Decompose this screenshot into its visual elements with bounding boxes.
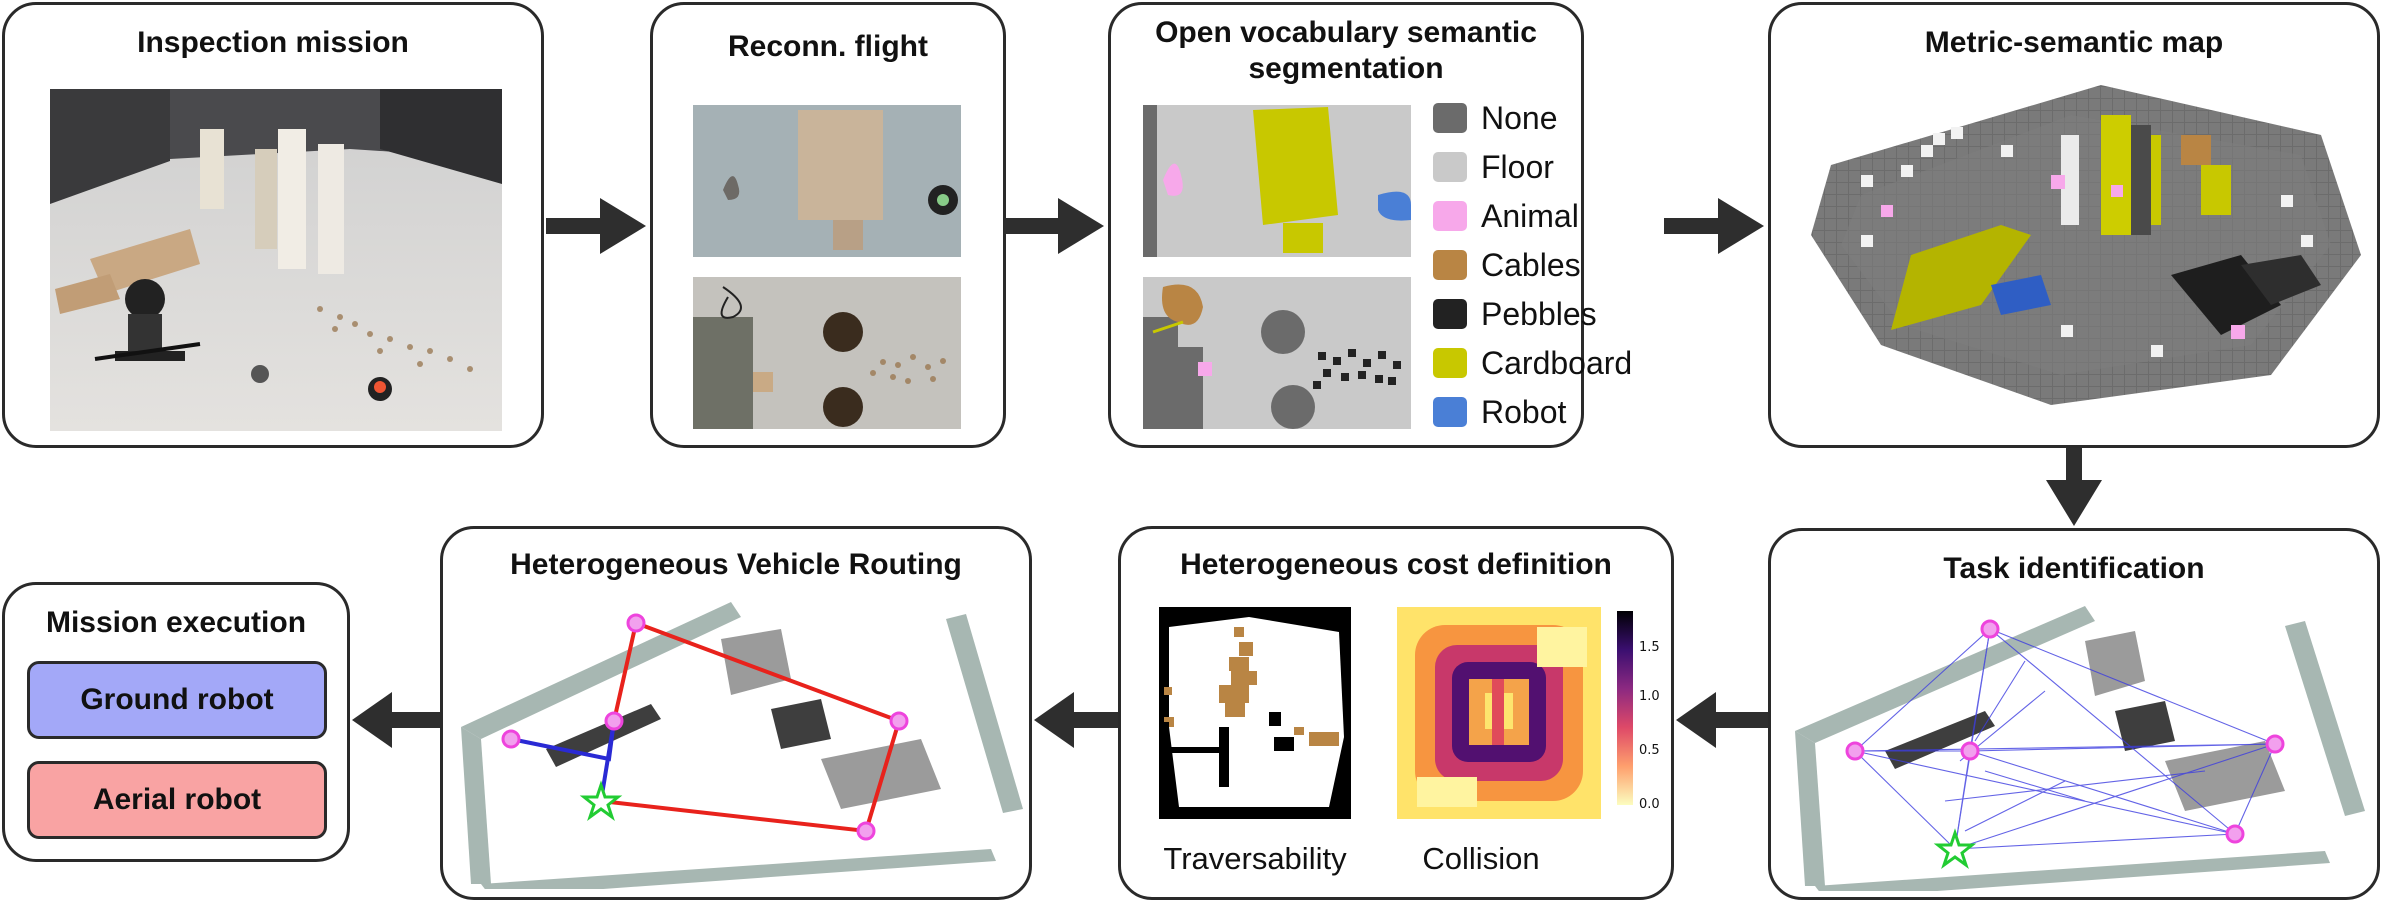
arrow-down-icon <box>2046 448 2102 526</box>
panel-metric-semantic-map: Metric-semantic map <box>1768 2 2380 448</box>
segmentation-legend: None Floor Animal Cables Pebbles Cardboa… <box>1433 99 1632 439</box>
legend-label: Robot <box>1481 394 1567 430</box>
recon-photo-top <box>693 105 961 257</box>
panel-heterogeneous-cost-definition: Heterogeneous cost definition <box>1118 526 1674 900</box>
legend-label: Floor <box>1481 149 1554 185</box>
task-nodes <box>1845 619 2285 844</box>
route-nodes <box>501 613 909 841</box>
panel-reconnaissance-flight: Reconn. flight <box>650 2 1006 448</box>
segmentation-mask-top <box>1143 105 1411 257</box>
legend-label: Animal <box>1481 198 1579 234</box>
recon-photo-bottom <box>693 277 961 429</box>
panel-task-identification: Task identification <box>1768 528 2380 900</box>
inspection-photo <box>50 89 502 431</box>
legend-swatch <box>1433 348 1467 378</box>
legend-label: Cables <box>1481 247 1581 283</box>
panel-title: Heterogeneous cost definition <box>1180 548 1612 581</box>
ground-robot-route <box>510 720 616 802</box>
arrow-right-icon <box>1004 198 1104 254</box>
collision-cost-map <box>1397 607 1601 819</box>
segmentation-mask-bottom <box>1143 277 1411 429</box>
panel-heterogeneous-vehicle-routing: Heterogeneous Vehicle Routing <box>440 526 1032 900</box>
routing-map <box>451 599 1027 889</box>
panel-inspection-mission: Inspection mission <box>2 2 544 448</box>
legend-label: None <box>1481 100 1558 136</box>
panel-title: Heterogeneous Vehicle Routing <box>510 548 962 581</box>
panel-title: Task identification <box>1943 552 2205 585</box>
legend-swatch <box>1433 201 1467 231</box>
start-star-icon <box>579 780 623 821</box>
colorbar-tick: 0.5 <box>1639 743 1660 758</box>
legend-swatch <box>1433 397 1467 427</box>
panel-title-line1: Open vocabulary semantic <box>1155 16 1537 49</box>
start-star-icon <box>1933 828 1977 869</box>
panel-mission-execution: Mission execution Ground robot Aerial ro… <box>2 582 350 862</box>
arrow-right-icon <box>546 198 646 254</box>
legend-swatch <box>1433 103 1467 133</box>
colorbar <box>1617 611 1633 805</box>
legend-label: Cardboard <box>1481 345 1633 381</box>
legend-swatch <box>1433 152 1467 182</box>
legend-swatch <box>1433 299 1467 329</box>
legend-swatch <box>1433 250 1467 280</box>
colorbar-tick: 1.0 <box>1639 689 1660 704</box>
arrow-right-icon <box>1664 198 1764 254</box>
caption-collision: Collision <box>1422 841 1540 876</box>
candidate-edges <box>1854 628 2276 850</box>
arrow-left-icon <box>352 692 440 748</box>
caption-traversability: Traversability <box>1163 841 1347 876</box>
legend-label: Pebbles <box>1481 296 1597 332</box>
panel-title: Metric-semantic map <box>1924 26 2224 59</box>
panel-title: Inspection mission <box>137 26 409 59</box>
colorbar-tick: 1.5 <box>1639 640 1660 655</box>
panel-title-line2: segmentation <box>1248 52 1444 85</box>
panel-open-vocabulary-segmentation: Open vocabulary semantic segmentation <box>1108 2 1632 448</box>
task-graph <box>1785 601 2369 891</box>
colorbar-tick: 0.0 <box>1639 797 1660 812</box>
panel-title: Mission execution <box>45 606 307 639</box>
voxel-map <box>1801 75 2361 415</box>
aerial-robot-box: Aerial robot <box>27 761 327 839</box>
arrow-left-icon <box>1676 692 1768 748</box>
panel-title: Reconn. flight <box>728 30 928 63</box>
traversability-map <box>1159 607 1351 819</box>
arrow-left-icon <box>1034 692 1118 748</box>
ground-robot-box: Ground robot <box>27 661 327 739</box>
